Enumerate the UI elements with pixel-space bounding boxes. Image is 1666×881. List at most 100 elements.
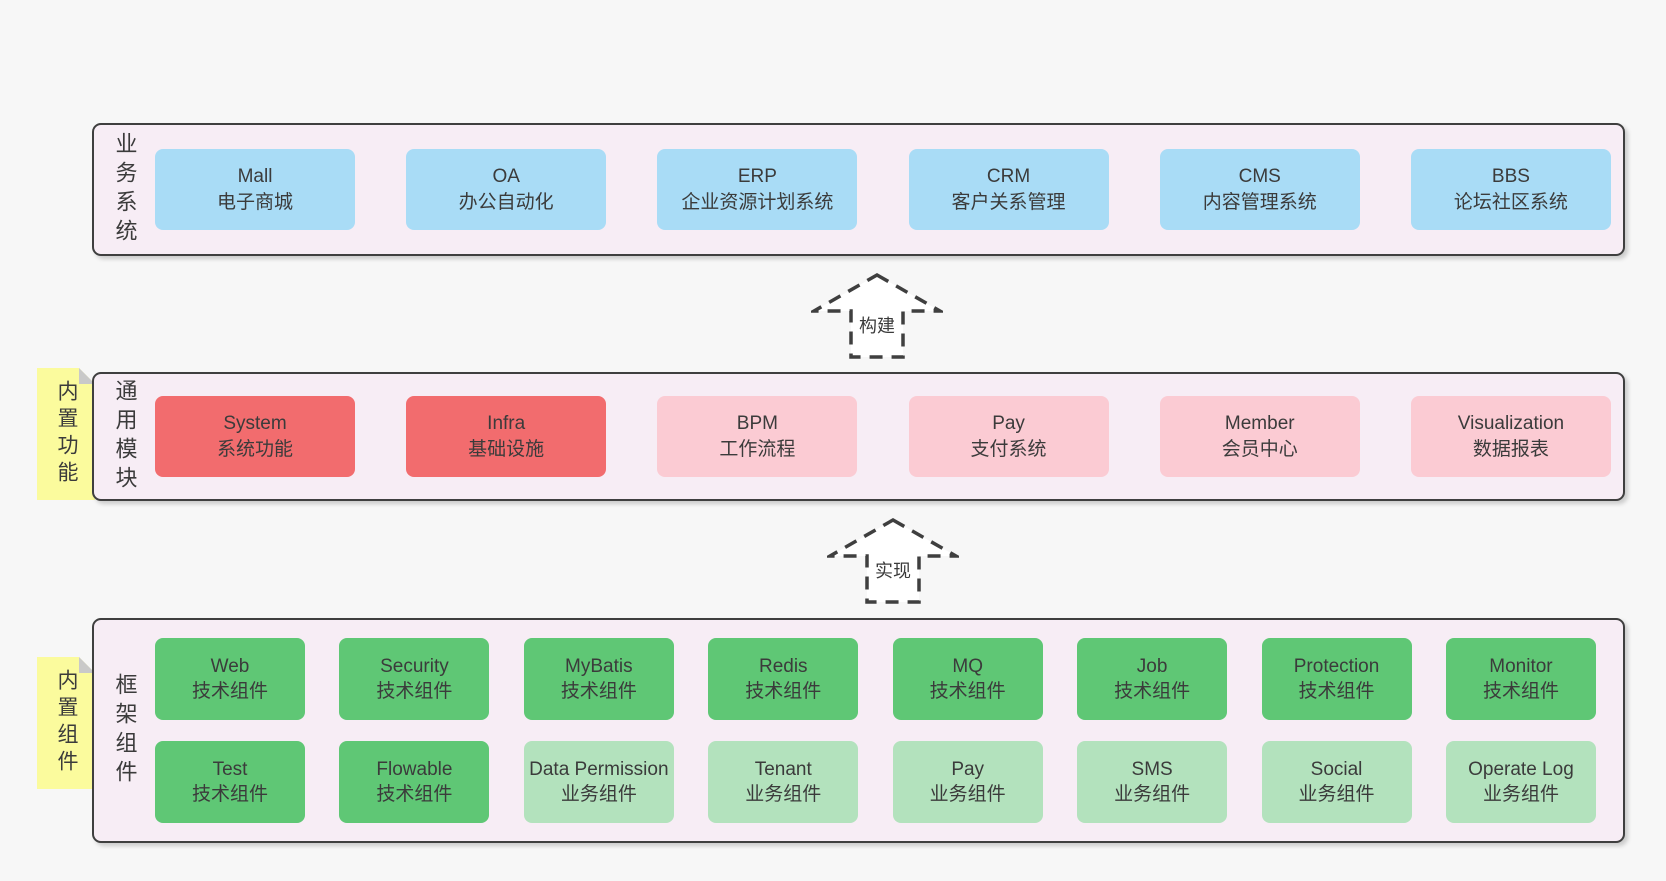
box-title: MyBatis bbox=[565, 656, 633, 677]
box-title: Pay bbox=[951, 759, 985, 780]
box-data-permission: Data Permission 业务组件 bbox=[523, 741, 674, 823]
box-sms: SMS 业务组件 bbox=[1077, 741, 1228, 823]
box-subtitle: 工作流程 bbox=[719, 438, 796, 460]
box-test: Test 技术组件 bbox=[155, 741, 305, 823]
box-title: Mall bbox=[237, 165, 273, 187]
box-subtitle: 技术组件 bbox=[191, 681, 268, 702]
box-monitor: Monitor 技术组件 bbox=[1445, 638, 1596, 720]
box-bpm: BPM 工作流程 bbox=[657, 396, 858, 477]
box-title: Protection bbox=[1293, 656, 1380, 677]
box-title: Monitor bbox=[1489, 656, 1553, 677]
box-title: Redis bbox=[758, 656, 808, 677]
box-title: Security bbox=[380, 656, 449, 677]
box-subtitle: 技术组件 bbox=[929, 681, 1006, 702]
box-title: BBS bbox=[1491, 165, 1530, 187]
box-protection: Protection 技术组件 bbox=[1261, 638, 1412, 720]
box-job: Job 技术组件 bbox=[1077, 638, 1228, 720]
box-subtitle: 技术组件 bbox=[745, 681, 822, 702]
box-subtitle: 支付系统 bbox=[970, 438, 1047, 460]
box-cms: CMS 内容管理系统 bbox=[1159, 149, 1360, 230]
box-subtitle: 客户关系管理 bbox=[951, 191, 1066, 213]
box-subtitle: 业务组件 bbox=[1114, 784, 1191, 805]
box-web: Web 技术组件 bbox=[155, 638, 305, 720]
box-subtitle: 办公自动化 bbox=[458, 191, 554, 213]
box-title: Member bbox=[1224, 412, 1295, 434]
arrow-label: 构建 bbox=[857, 316, 897, 336]
box-subtitle: 基础设施 bbox=[468, 438, 545, 460]
band-business-systems: 业务系统 Mall 电子商城 OA 办公自动化 ERP 企业资源计划系统 CRM… bbox=[92, 123, 1625, 256]
box-mybatis: MyBatis 技术组件 bbox=[523, 638, 674, 720]
box-title: CRM bbox=[986, 165, 1031, 187]
band-label-business: 业务系统 bbox=[112, 131, 138, 248]
sticky-built-in-components: 内置组件 bbox=[37, 657, 95, 789]
box-subtitle: 论坛社区系统 bbox=[1453, 191, 1568, 213]
band-framework-components: 框架组件 Web 技术组件 Security 技术组件 MyBatis 技术组件… bbox=[92, 618, 1625, 843]
box-title: Job bbox=[1136, 656, 1168, 677]
band-label-modules: 通用模块 bbox=[112, 378, 138, 495]
box-title: SMS bbox=[1131, 759, 1173, 780]
box-subtitle: 技术组件 bbox=[376, 681, 453, 702]
box-subtitle: 业务组件 bbox=[560, 784, 637, 805]
box-pay-component: Pay 业务组件 bbox=[892, 741, 1043, 823]
box-title: BPM bbox=[736, 412, 778, 434]
box-subtitle: 业务组件 bbox=[929, 784, 1006, 805]
box-title: Visualization bbox=[1457, 412, 1565, 434]
box-title: Operate Log bbox=[1468, 759, 1574, 780]
box-visualization: Visualization 数据报表 bbox=[1410, 396, 1611, 477]
box-subtitle: 技术组件 bbox=[1298, 681, 1375, 702]
arrow-build: 构建 bbox=[811, 272, 943, 360]
box-infra: Infra 基础设施 bbox=[406, 396, 607, 477]
sticky-built-in-features: 内置功能 bbox=[37, 368, 95, 500]
box-subtitle: 业务组件 bbox=[1298, 784, 1375, 805]
arrow-implement: 实现 bbox=[827, 517, 959, 605]
box-title: Web bbox=[210, 656, 250, 677]
box-subtitle: 电子商城 bbox=[216, 191, 293, 213]
box-subtitle: 技术组件 bbox=[191, 784, 268, 805]
box-title: Infra bbox=[487, 412, 526, 434]
box-mq: MQ 技术组件 bbox=[892, 638, 1043, 720]
component-rows: Web 技术组件 Security 技术组件 MyBatis 技术组件 Redi… bbox=[155, 620, 1623, 841]
box-bbs: BBS 论坛社区系统 bbox=[1410, 149, 1611, 230]
arrow-label: 实现 bbox=[873, 561, 913, 581]
box-operate-log: Operate Log 业务组件 bbox=[1445, 741, 1596, 823]
box-subtitle: 技术组件 bbox=[376, 784, 453, 805]
box-subtitle: 数据报表 bbox=[1472, 438, 1549, 460]
box-pay: Pay 支付系统 bbox=[908, 396, 1109, 477]
box-system: System 系统功能 bbox=[155, 396, 355, 477]
box-title: OA bbox=[492, 165, 520, 187]
box-social: Social 业务组件 bbox=[1261, 741, 1412, 823]
band-common-modules: 通用模块 System 系统功能 Infra 基础设施 BPM 工作流程 Pay… bbox=[92, 372, 1625, 501]
component-row-2: Test 技术组件 Flowable 技术组件 Data Permission … bbox=[155, 741, 1596, 823]
box-title: ERP bbox=[737, 165, 777, 187]
box-flowable: Flowable 技术组件 bbox=[339, 741, 490, 823]
box-subtitle: 技术组件 bbox=[1114, 681, 1191, 702]
box-title: Test bbox=[212, 759, 248, 780]
box-crm: CRM 客户关系管理 bbox=[908, 149, 1109, 230]
band-label-components: 框架组件 bbox=[112, 672, 138, 789]
sticky-label: 内置功能 bbox=[55, 380, 78, 488]
box-title: Tenant bbox=[754, 759, 812, 780]
box-subtitle: 业务组件 bbox=[1482, 784, 1559, 805]
box-subtitle: 企业资源计划系统 bbox=[681, 191, 834, 213]
component-row-1: Web 技术组件 Security 技术组件 MyBatis 技术组件 Redi… bbox=[155, 638, 1596, 720]
box-subtitle: 业务组件 bbox=[745, 784, 822, 805]
box-title: Data Permission bbox=[529, 759, 669, 780]
box-tenant: Tenant 业务组件 bbox=[708, 741, 859, 823]
box-erp: ERP 企业资源计划系统 bbox=[657, 149, 858, 230]
box-title: Flowable bbox=[376, 759, 453, 780]
box-title: Pay bbox=[992, 412, 1025, 434]
box-security: Security 技术组件 bbox=[339, 638, 490, 720]
box-oa: OA 办公自动化 bbox=[406, 149, 607, 230]
box-subtitle: 内容管理系统 bbox=[1202, 191, 1317, 213]
box-subtitle: 会员中心 bbox=[1221, 438, 1298, 460]
box-mall: Mall 电子商城 bbox=[155, 149, 355, 230]
box-title: Social bbox=[1310, 759, 1363, 780]
box-subtitle: 技术组件 bbox=[560, 681, 637, 702]
module-boxes: System 系统功能 Infra 基础设施 BPM 工作流程 Pay 支付系统… bbox=[155, 374, 1623, 499]
box-title: CMS bbox=[1238, 165, 1281, 187]
business-boxes: Mall 电子商城 OA 办公自动化 ERP 企业资源计划系统 CRM 客户关系… bbox=[155, 125, 1623, 254]
sticky-label: 内置组件 bbox=[55, 669, 78, 777]
box-title: MQ bbox=[952, 656, 983, 677]
box-subtitle: 系统功能 bbox=[216, 438, 293, 460]
